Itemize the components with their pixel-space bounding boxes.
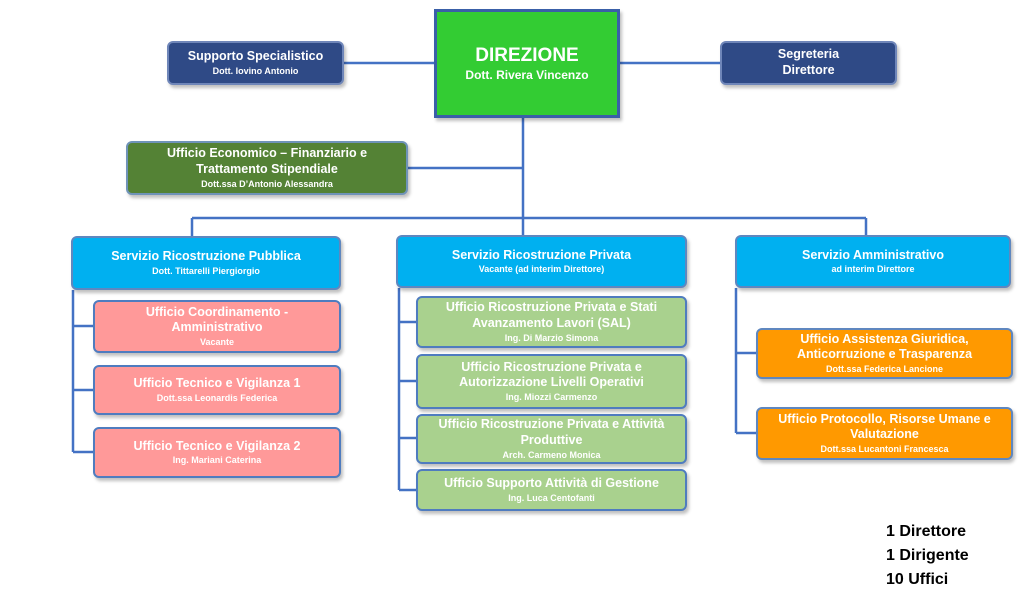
ufficio-name: Dott.ssa Leonardis Federica xyxy=(156,392,278,403)
servizio-amministrativo-box: Servizio Amministrativo ad interim Diret… xyxy=(735,235,1011,288)
servizio-privata-box: Servizio Ricostruzione Privata Vacante (… xyxy=(396,235,687,288)
ufficio-name: Ing. Miozzi Carmenzo xyxy=(505,392,598,402)
segreteria-line2: Direttore xyxy=(782,63,835,77)
ufficio-line1: Ufficio Ricostruzione Privata e xyxy=(461,359,642,374)
servizio-pubblica-box: Servizio Ricostruzione Pubblica Dott. Ti… xyxy=(71,236,341,290)
ufficio-line1: Ufficio Tecnico e Vigilanza 2 xyxy=(133,438,301,453)
ufficio-line1: Ufficio Protocollo, Risorse Umane e xyxy=(778,411,991,426)
staff-summary: 1 Direttore 1 Dirigente 10 Uffici xyxy=(886,520,969,592)
segreteria-box: Segreteria Direttore xyxy=(720,41,897,85)
ufficio-name: Dott.ssa Lucantoni Francesca xyxy=(820,444,949,454)
servizio-privata-name: Vacante (ad interim Direttore) xyxy=(478,264,605,275)
ufficio-line1: Ufficio Ricostruzione Privata e Stati xyxy=(445,300,658,315)
ufficio-line1: Ufficio Coordinamento - xyxy=(145,304,289,319)
ufficio-line2: Avanzamento Lavori (SAL) xyxy=(472,315,631,330)
servizio-pubblica-title: Servizio Ricostruzione Pubblica xyxy=(111,249,301,264)
ufficio-name: Ing. Luca Centofanti xyxy=(508,492,595,503)
ufficio-supporto-gestione-box: Ufficio Supporto Attività di Gestione In… xyxy=(416,469,687,511)
ufficio-name: Arch. Carmeno Monica xyxy=(502,449,601,460)
ufficio-livelli-operativi-box: Ufficio Ricostruzione Privata e Autorizz… xyxy=(416,354,687,409)
servizio-privata-title: Servizio Ricostruzione Privata xyxy=(451,247,632,262)
summary-direttore: 1 Direttore xyxy=(886,523,967,540)
ufficio-name: Vacante xyxy=(199,337,235,347)
ufficio-assistenza-giuridica-box: Ufficio Assistenza Giuridica, Anticorruz… xyxy=(756,328,1013,379)
summary-dirigente: 1 Dirigente xyxy=(886,547,969,564)
ufficio-line1: Ufficio Ricostruzione Privata e Attività xyxy=(438,417,665,432)
ufficio-sal-box: Ufficio Ricostruzione Privata e Stati Av… xyxy=(416,296,687,348)
direzione-name: Dott. Rivera Vincenzo xyxy=(465,68,589,83)
ufficio-line1: Ufficio Tecnico e Vigilanza 1 xyxy=(133,376,301,391)
ufficio-economico-box: Ufficio Economico – Finanziario e Tratta… xyxy=(126,141,408,195)
economico-line2: Trattamento Stipendiale xyxy=(196,161,338,176)
supporto-title: Supporto Specialistico xyxy=(187,49,324,64)
ufficio-attivita-produttive-box: Ufficio Ricostruzione Privata e Attività… xyxy=(416,414,687,464)
summary-uffici: 10 Uffici xyxy=(886,571,949,588)
ufficio-tecnico-1-box: Ufficio Tecnico e Vigilanza 1 Dott.ssa L… xyxy=(93,365,341,415)
ufficio-protocollo-box: Ufficio Protocollo, Risorse Umane e Valu… xyxy=(756,407,1013,460)
ufficio-line1: Ufficio Assistenza Giuridica, xyxy=(800,331,969,346)
ufficio-tecnico-2-box: Ufficio Tecnico e Vigilanza 2 Ing. Maria… xyxy=(93,427,341,478)
ufficio-line2: Anticorruzione e Trasparenza xyxy=(796,347,973,362)
ufficio-line2: Produttive xyxy=(520,432,583,447)
servizio-amministrativo-name: ad interim Direttore xyxy=(831,264,915,275)
servizio-amministrativo-title: Servizio Amministrativo xyxy=(802,247,944,262)
ufficio-line2: Amministrativo xyxy=(171,320,263,335)
ufficio-line2: Autorizzazione Livelli Operativi xyxy=(459,375,644,390)
ufficio-name: Ing. Mariani Caterina xyxy=(172,455,262,466)
economico-line1: Ufficio Economico – Finanziario e xyxy=(166,146,368,161)
ufficio-name: Dott.ssa Federica Lancione xyxy=(825,364,944,374)
ufficio-coordinamento-box: Ufficio Coordinamento - Amministrativo V… xyxy=(93,300,341,353)
supporto-name: Dott. Iovino Antonio xyxy=(212,65,299,76)
ufficio-line2: Valutazione xyxy=(850,427,919,442)
direzione-box: DIREZIONE Dott. Rivera Vincenzo xyxy=(434,9,620,118)
direzione-title: DIREZIONE xyxy=(475,44,579,66)
supporto-specialistico-box: Supporto Specialistico Dott. Iovino Anto… xyxy=(167,41,344,85)
ufficio-line1: Ufficio Supporto Attività di Gestione xyxy=(444,476,659,491)
segreteria-line1: Segreteria xyxy=(777,47,840,62)
ufficio-name: Ing. Di Marzio Simona xyxy=(504,332,599,343)
economico-name: Dott.ssa D’Antonio Alessandra xyxy=(201,178,333,189)
servizio-pubblica-name: Dott. Tittarelli Piergiorgio xyxy=(152,265,260,276)
